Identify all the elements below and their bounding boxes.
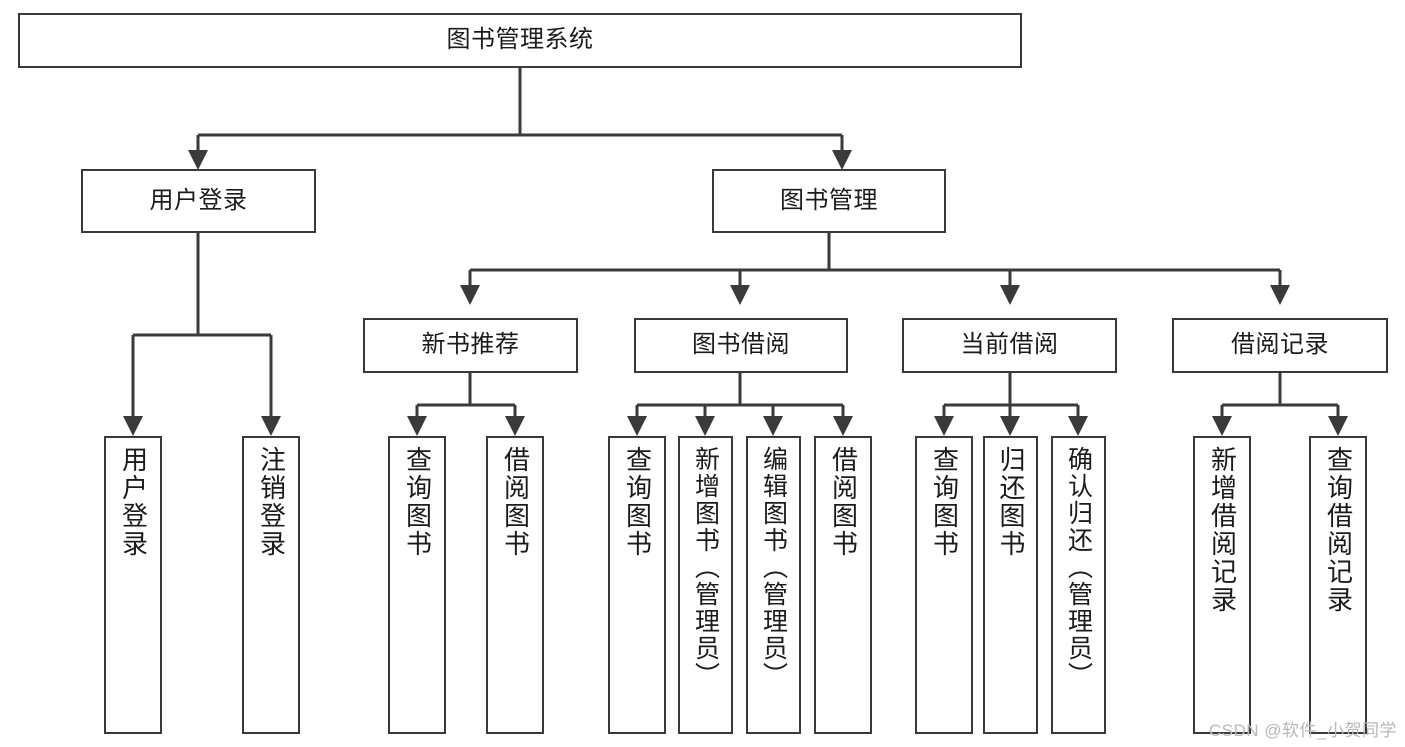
leaf-record-query-record[interactable]: 查询借阅记录 (1309, 436, 1367, 734)
node-label: 查询图书 (402, 446, 433, 558)
node-current-borrow[interactable]: 当前借阅 (902, 318, 1117, 373)
node-label: 确认归还（管理员） (1064, 446, 1093, 689)
node-label: 归还图书 (996, 446, 1027, 558)
node-label: 用户登录 (118, 446, 149, 558)
node-label: 借阅记录 (1231, 331, 1329, 359)
node-label: 借阅图书 (828, 446, 859, 558)
leaf-recommend-query-book[interactable]: 查询图书 (388, 436, 446, 734)
node-label: 图书管理系统 (446, 26, 594, 54)
node-label: 新书推荐 (421, 331, 520, 359)
node-label: 新增借阅记录 (1207, 446, 1238, 614)
node-label: 编辑图书（管理员） (759, 446, 788, 689)
watermark: CSDN @软件_小贺同学 (1208, 721, 1397, 740)
node-label: 借阅图书 (500, 446, 531, 558)
leaf-current-return-book[interactable]: 归还图书 (983, 436, 1038, 734)
leaf-current-confirm-return[interactable]: 确认归还（管理员） (1051, 436, 1106, 734)
node-label: 注销登录 (256, 446, 287, 558)
leaf-borrow-query-book[interactable]: 查询图书 (608, 436, 666, 734)
leaf-current-query-book[interactable]: 查询图书 (915, 436, 973, 734)
node-label: 当前借阅 (960, 331, 1059, 359)
node-label: 查询图书 (622, 446, 653, 558)
node-root-system[interactable]: 图书管理系统 (18, 13, 1022, 68)
leaf-borrow-add-book[interactable]: 新增图书（管理员） (678, 436, 733, 734)
node-new-book-recommend[interactable]: 新书推荐 (363, 318, 578, 373)
node-book-borrow[interactable]: 图书借阅 (634, 318, 848, 373)
node-label: 图书管理 (780, 186, 878, 214)
leaf-borrow-edit-book[interactable]: 编辑图书（管理员） (746, 436, 801, 734)
leaf-record-add-record[interactable]: 新增借阅记录 (1193, 436, 1251, 734)
node-label: 用户登录 (149, 186, 248, 214)
leaf-borrow-borrow-book[interactable]: 借阅图书 (814, 436, 872, 734)
node-borrow-record[interactable]: 借阅记录 (1172, 318, 1388, 373)
node-label: 新增图书（管理员） (691, 446, 720, 689)
node-label: 查询图书 (929, 446, 960, 558)
leaf-user-login-login[interactable]: 用户登录 (104, 436, 162, 734)
leaf-user-login-logout[interactable]: 注销登录 (242, 436, 300, 734)
node-label: 查询借阅记录 (1323, 446, 1354, 614)
node-label: 图书借阅 (692, 331, 790, 359)
leaf-recommend-borrow-book[interactable]: 借阅图书 (486, 436, 544, 734)
node-book-management[interactable]: 图书管理 (712, 169, 946, 233)
node-user-login[interactable]: 用户登录 (81, 169, 316, 233)
